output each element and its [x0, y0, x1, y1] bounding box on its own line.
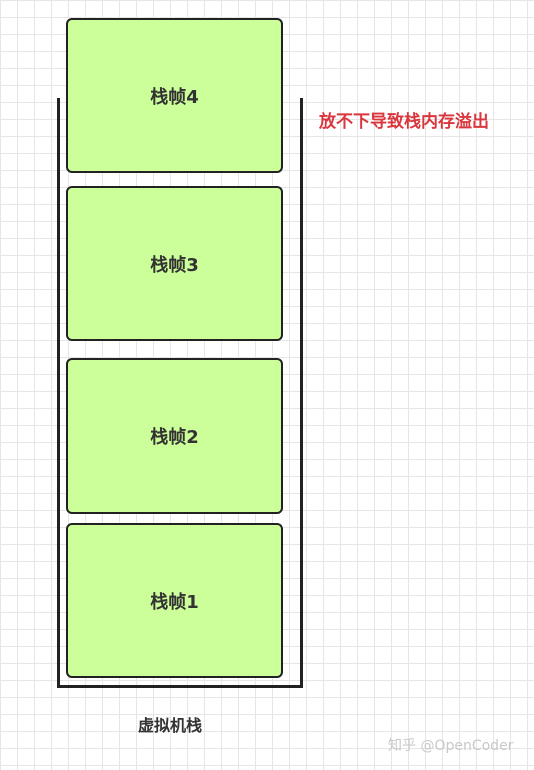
watermark: 知乎 @OpenCoder	[388, 738, 514, 754]
overflow-note: 放不下导致栈内存溢出	[319, 112, 489, 132]
stack-frame-4-label: 栈帧4	[150, 86, 199, 108]
stack-frame-2: 栈帧2	[66, 358, 283, 514]
stack-frame-3-label: 栈帧3	[150, 254, 199, 276]
vm-stack-container	[57, 98, 303, 688]
stack-frame-2-label: 栈帧2	[150, 427, 199, 448]
stack-frame-4: 栈帧4	[66, 18, 283, 173]
stack-frame-1: 栈帧1	[66, 523, 283, 678]
stack-frame-3: 栈帧3	[66, 186, 283, 341]
stack-frame-1-label: 栈帧1	[150, 591, 199, 613]
stack-caption: 虚拟机栈	[138, 716, 203, 735]
